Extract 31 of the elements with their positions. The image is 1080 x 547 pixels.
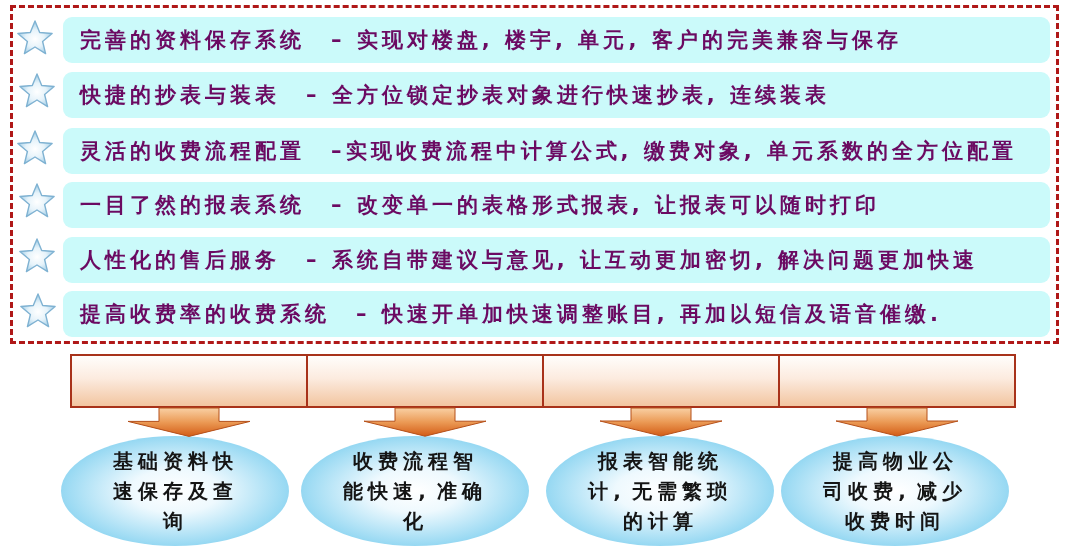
feature-description: – 实现对楼盘, 楼宇, 单元, 客户的完美兼容与保存 [331, 27, 902, 54]
feature-banner [63, 182, 1050, 228]
block-arrow [599, 407, 723, 437]
block-arrow [363, 407, 487, 437]
feature-banner [63, 291, 1050, 337]
ellipse-bubble: 基础资料快速保存及查询 [61, 436, 289, 546]
ellipse-bubble: 收费流程智能快速, 准确化 [301, 436, 529, 546]
block-arrow [127, 407, 251, 437]
bar-segment [70, 354, 308, 408]
feature-description: – 系统自带建议与意见, 让互动更加密切, 解决问题更加快速 [306, 247, 979, 274]
bar-segment [542, 354, 780, 408]
bar-segment [778, 354, 1016, 408]
feature-description: – 快速开单加快速调整账目, 再加以短信及语音催缴. [356, 301, 943, 328]
feature-title: 一目了然的报表系统 [80, 192, 305, 219]
feature-title: 快捷的抄表与装表 [80, 82, 280, 109]
block-arrow [835, 407, 959, 437]
feature-title: 完善的资料保存系统 [80, 27, 305, 54]
dashed-frame [10, 5, 1059, 344]
feature-banner [63, 237, 1050, 283]
feature-banner [63, 17, 1050, 63]
ellipse-bubble: 提高物业公司收费, 减少收费时间 [781, 436, 1009, 546]
feature-description: –实现收费流程中计算公式, 缴费对象, 单元系数的全方位配置 [331, 138, 1018, 165]
feature-banner [63, 72, 1050, 118]
ellipse-bubble: 报表智能统计, 无需繁琐的计算 [546, 436, 774, 546]
feature-title: 提高收费率的收费系统 [80, 301, 330, 328]
feature-title: 人性化的售后服务 [80, 247, 280, 274]
feature-description: – 改变单一的表格形式报表, 让报表可以随时打印 [331, 192, 881, 219]
feature-banner [63, 128, 1050, 174]
bar-segment [306, 354, 544, 408]
feature-description: – 全方位锁定抄表对象进行快速抄表, 连续装表 [306, 82, 831, 109]
feature-title: 灵活的收费流程配置 [80, 138, 305, 165]
